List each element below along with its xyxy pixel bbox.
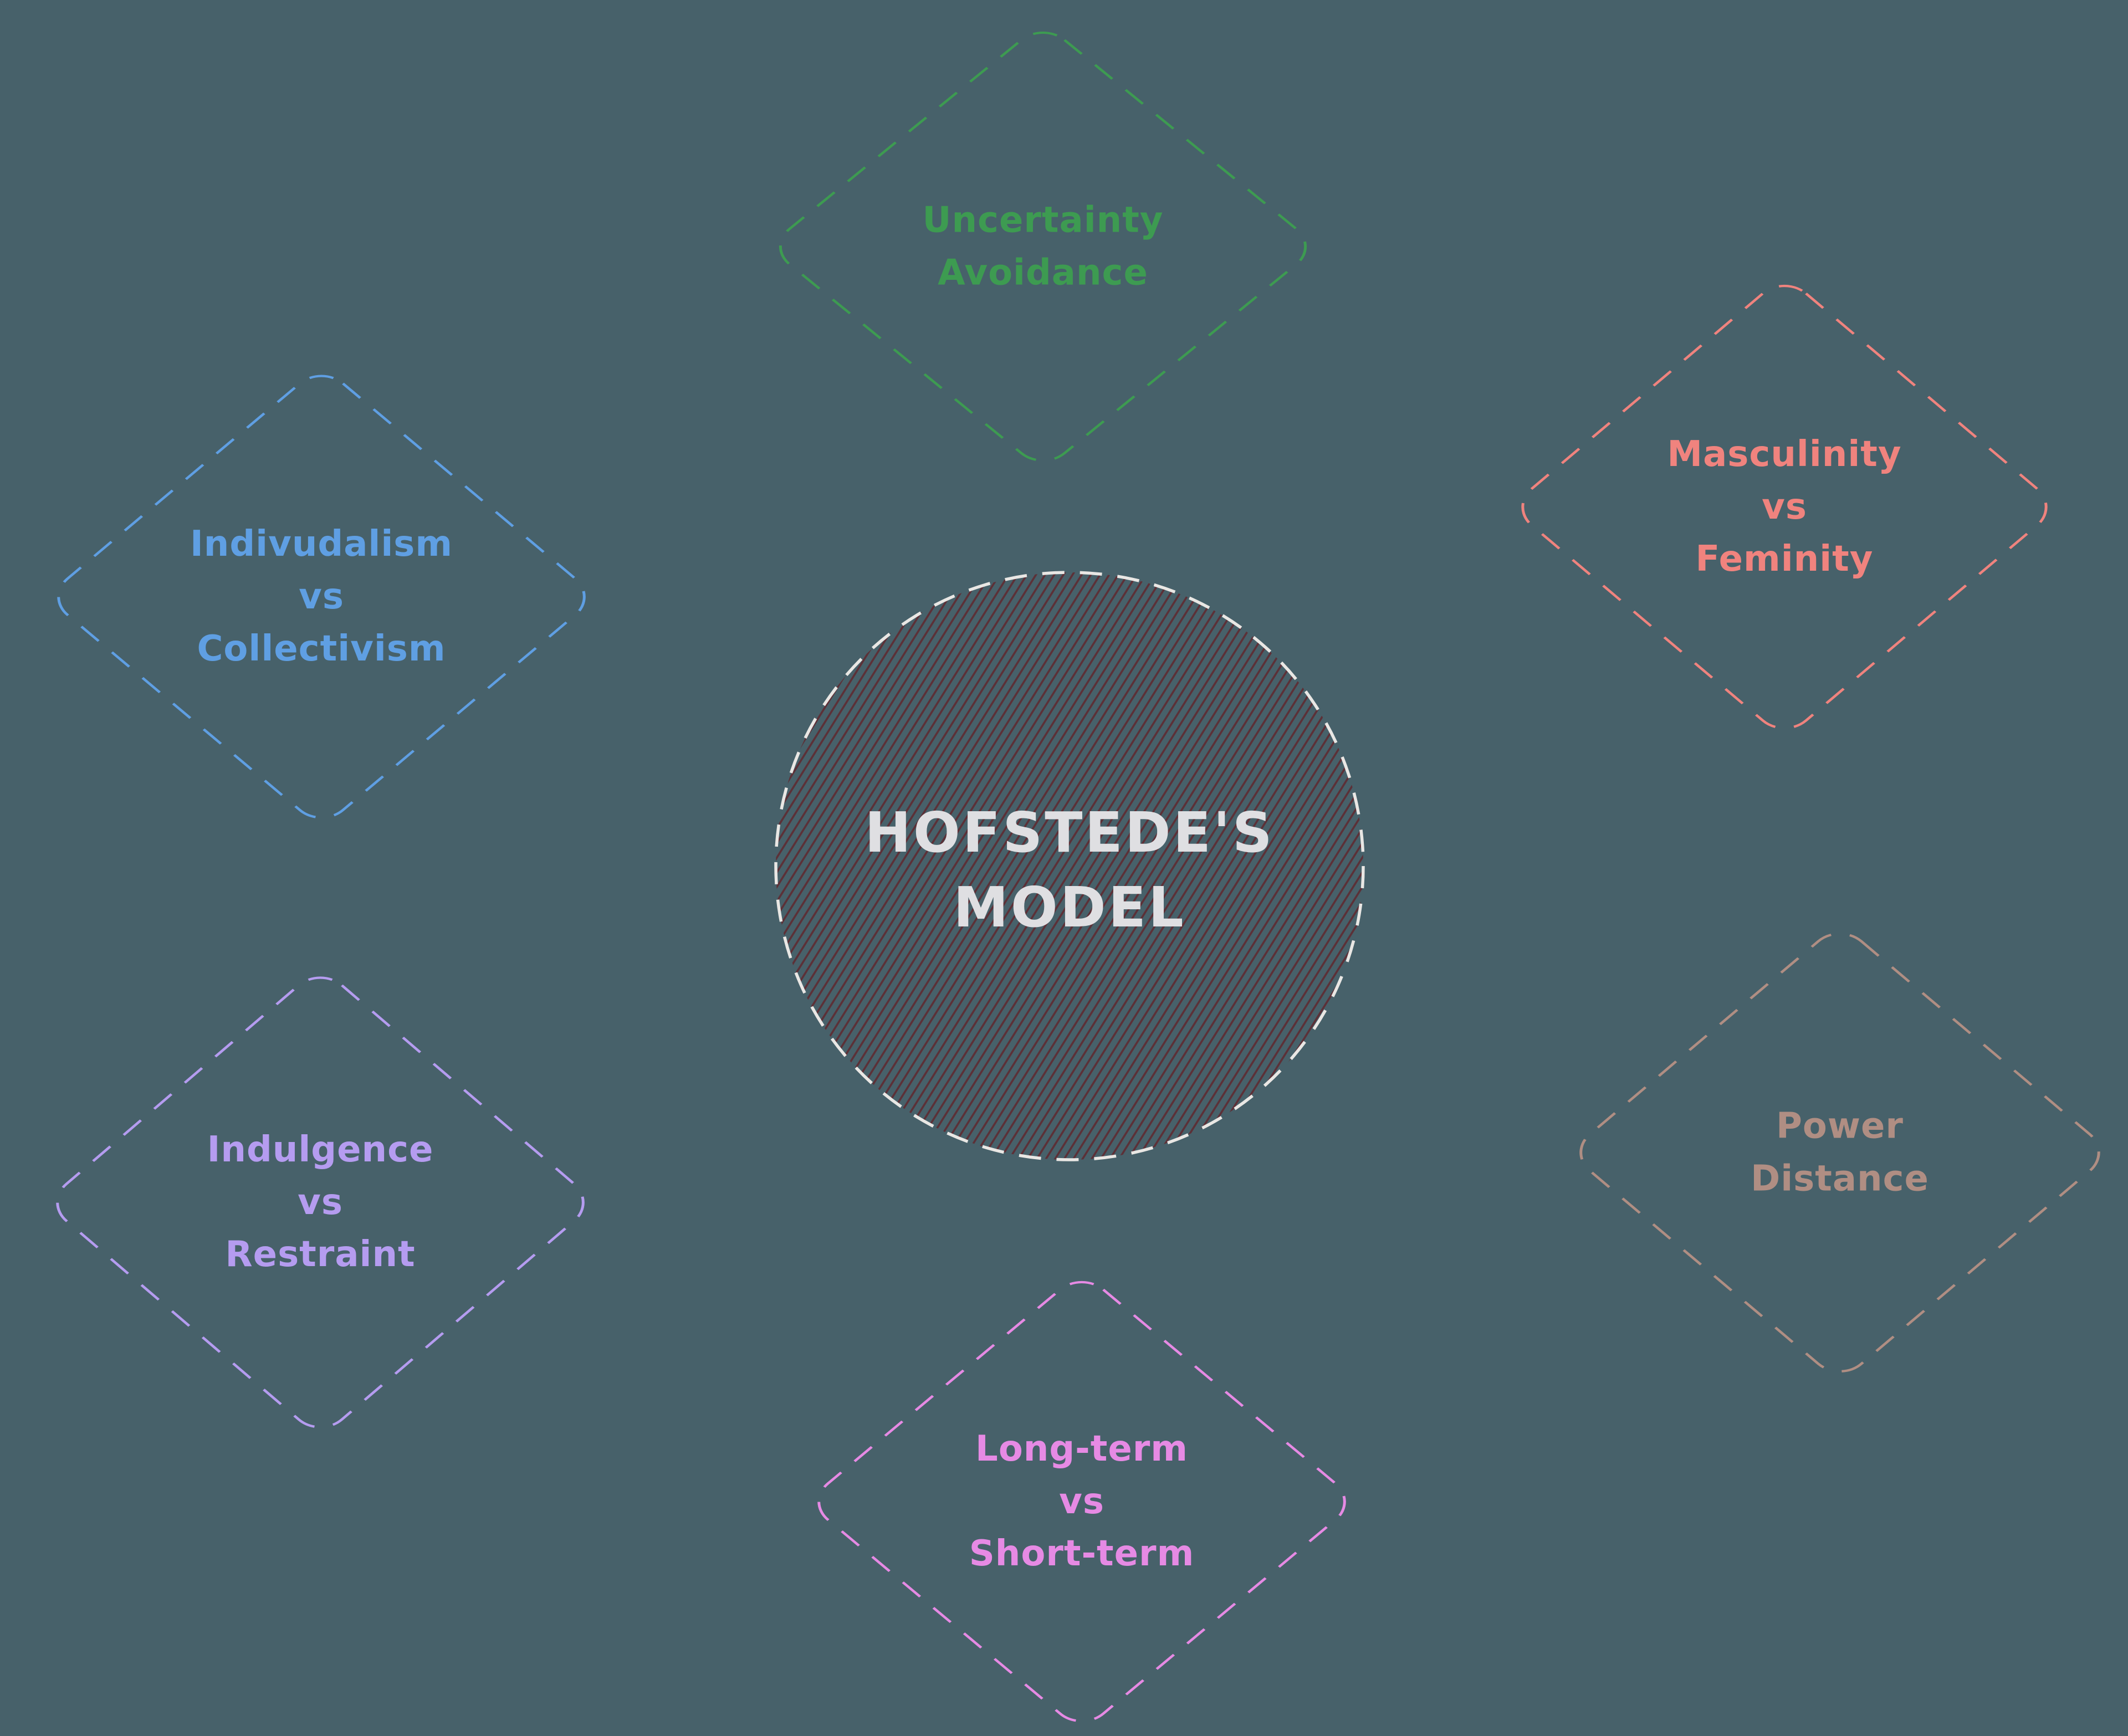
center-title-line: HOFSTEDE'S (864, 800, 1275, 865)
label-line: vs (1059, 1481, 1104, 1522)
center-title: HOFSTEDE'S MODEL (792, 795, 1347, 945)
center-circle (774, 571, 1365, 1161)
label-line: Indivudalism (190, 523, 453, 565)
label-individualism-vs-collectivism: Indivudalism vs Collectivism (72, 518, 571, 675)
diamond-masculinity-vs-feminity (1521, 284, 2048, 730)
label-long-term-vs-short-term: Long-term vs Short-term (832, 1423, 1331, 1580)
label-line: Uncertainty (922, 199, 1164, 241)
label-line: Distance (1751, 1158, 1929, 1199)
label-line: Collectivism (197, 628, 446, 670)
label-line: Avoidance (938, 252, 1148, 293)
label-line: Short-term (969, 1533, 1195, 1575)
label-line: Long-term (975, 1428, 1188, 1469)
diamond-uncertainty-avoidance (779, 31, 1307, 462)
diamond-indulgence-vs-restraint (56, 976, 585, 1428)
diamond-power-distance (1579, 933, 2100, 1373)
label-line: Masculinity (1667, 433, 1902, 475)
label-indulgence-vs-restraint: Indulgence vs Restraint (71, 1124, 570, 1281)
label-line: Indulgence (207, 1129, 434, 1170)
center-title-line: MODEL (953, 875, 1186, 940)
label-line: Restraint (225, 1234, 416, 1276)
label-line: vs (298, 1181, 343, 1223)
diamond-individualism-vs-collectivism (57, 375, 586, 819)
label-uncertainty-avoidance: Uncertainty Avoidance (794, 194, 1292, 299)
label-line: Feminity (1695, 539, 1874, 580)
label-line: vs (299, 576, 344, 617)
label-masculinity-vs-feminity: Masculinity vs Feminity (1535, 428, 2034, 586)
label-line: Power (1776, 1105, 1904, 1147)
label-power-distance: Power Distance (1590, 1100, 2089, 1205)
diamond-long-term-vs-short-term (817, 1281, 1346, 1723)
label-line: vs (1762, 486, 1807, 528)
